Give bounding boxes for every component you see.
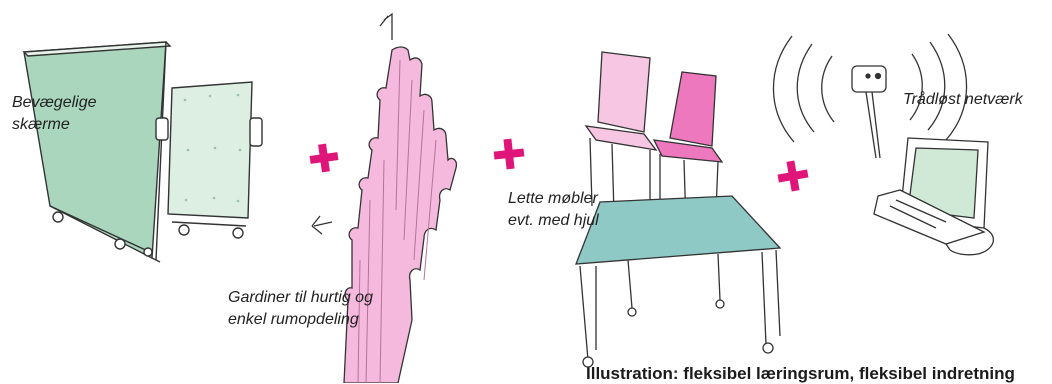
plus-icon xyxy=(494,139,525,170)
label-wireless-network: Trådløst netværk xyxy=(903,89,1023,111)
label-curtains: Gardiner til hurtig og enkel rumopdeling xyxy=(228,287,373,331)
plus-icon xyxy=(310,144,339,173)
label-movable-screens: Bevægelige skærme xyxy=(12,92,97,136)
movable-screens-icon xyxy=(24,42,262,262)
plus-icon xyxy=(778,161,809,192)
label-furniture: Lette møbler evt. med hjul xyxy=(508,188,599,232)
table-icon xyxy=(576,196,780,367)
laptop-icon xyxy=(874,138,993,255)
figure-caption: Illustration: fleksibel læringsrum, flek… xyxy=(586,364,1015,384)
